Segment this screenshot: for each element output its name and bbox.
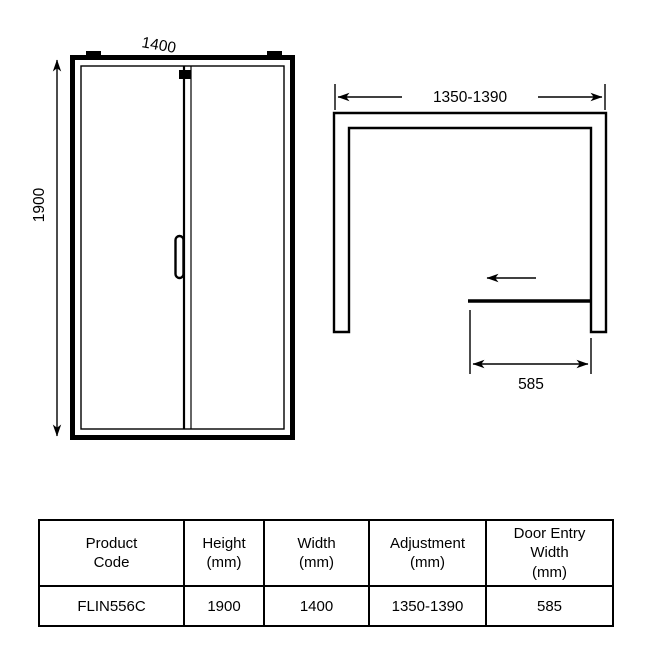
width-dimension-label: 1400	[140, 34, 177, 57]
header-width: Width (mm)	[263, 519, 370, 587]
technical-drawing: 1900 1400 1350-1390	[31, 34, 608, 440]
enclosure-wall-outline	[332, 111, 608, 334]
entry-dimension-label: 585	[518, 376, 544, 393]
cell-product-code: FLIN556C	[38, 585, 185, 627]
adjustment-dimension-label: 1350-1390	[433, 89, 508, 106]
height-dimension-label: 1900	[31, 187, 48, 222]
door-handle	[174, 234, 185, 280]
top-cap-left	[86, 51, 101, 57]
spec-table: Product Code Height (mm) Width (mm) Adju…	[38, 519, 614, 627]
door-frame-inner	[80, 65, 285, 430]
cell-height: 1900	[183, 585, 265, 627]
header-adjustment: Adjustment (mm)	[368, 519, 487, 587]
spec-data-row: FLIN556C 1900 1400 1350-1390 585	[38, 585, 614, 627]
roller-bracket	[179, 70, 191, 79]
cell-width: 1400	[263, 585, 370, 627]
header-height: Height (mm)	[183, 519, 265, 587]
front-elevation-view: 1900 1400	[31, 34, 295, 440]
header-door-entry-width: Door Entry Width (mm)	[485, 519, 614, 587]
cell-adjustment: 1350-1390	[368, 585, 487, 627]
plan-view: 1350-1390 585	[332, 84, 608, 393]
spec-header-row: Product Code Height (mm) Width (mm) Adju…	[38, 519, 614, 587]
top-cap-right	[267, 51, 282, 57]
cell-door-entry-width: 585	[485, 585, 614, 627]
header-product-code: Product Code	[38, 519, 185, 587]
